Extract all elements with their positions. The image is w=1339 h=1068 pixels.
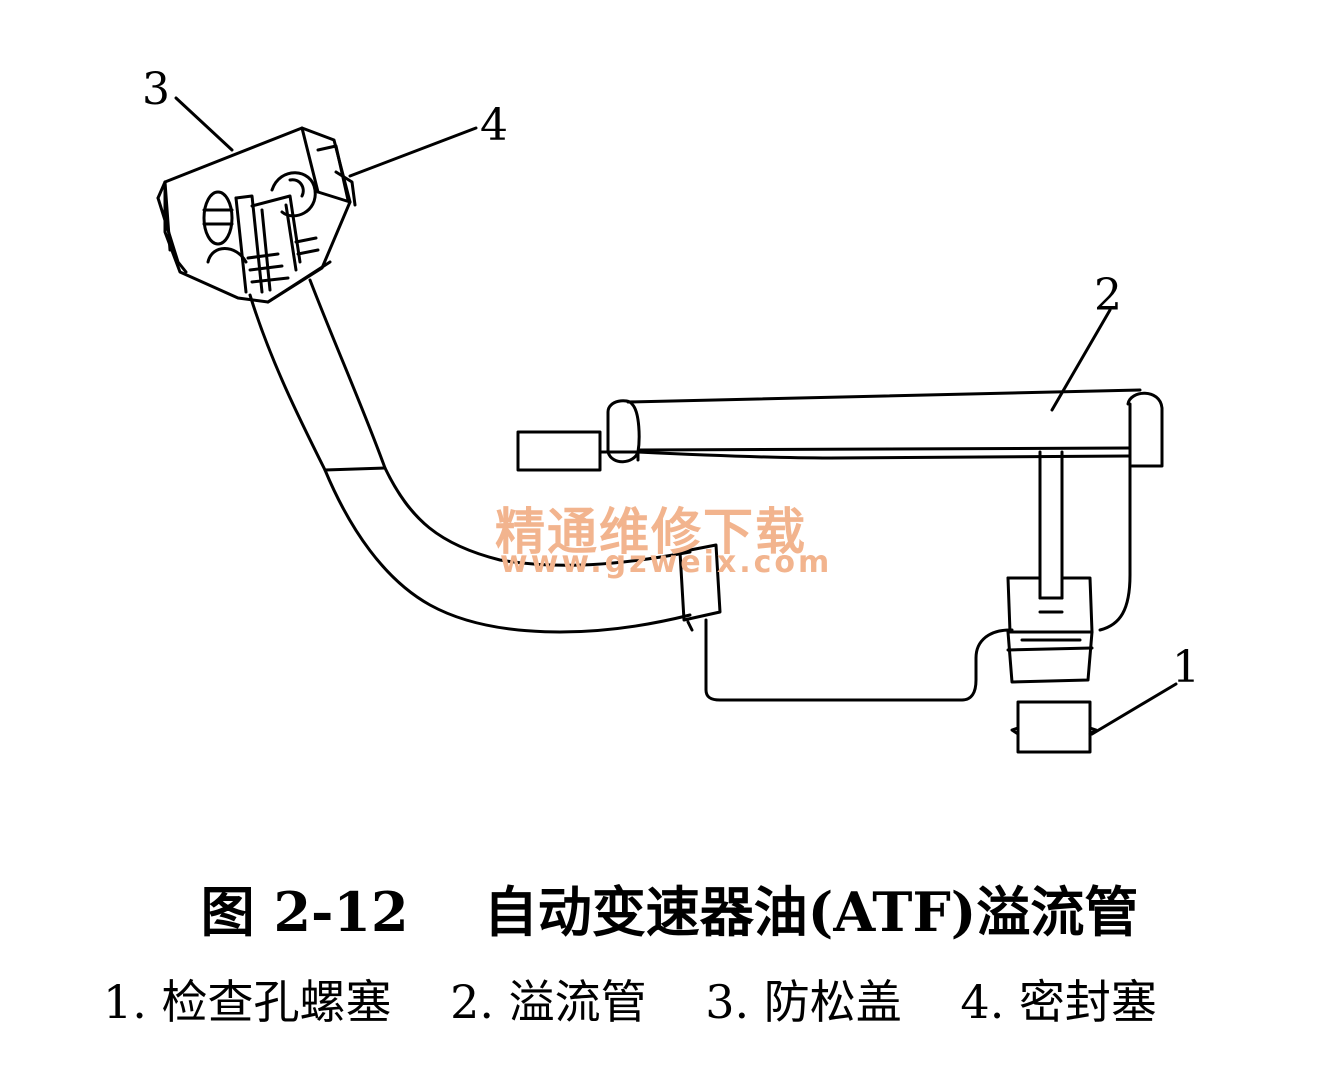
figure-title: 自动变速器油(ATF)溢流管	[483, 880, 1139, 944]
anti-loose-cap	[156, 126, 357, 304]
leader-line-4	[348, 126, 478, 178]
overflow-pipe-diagram	[156, 96, 1178, 754]
leader-lines	[174, 96, 1178, 736]
leader-line-3	[174, 96, 234, 152]
callout-4: 4	[480, 100, 508, 151]
legend-item-1: 1. 检查孔螺塞	[103, 975, 392, 1029]
tube-clamp	[678, 543, 722, 632]
callout-2: 2	[1094, 270, 1122, 321]
housing-body	[516, 430, 1132, 702]
figure-number: 图 2-12	[200, 880, 409, 944]
leader-line-1	[1090, 682, 1178, 736]
callout-1: 1	[1172, 642, 1200, 693]
figure-caption: 图 2-12 自动变速器油(ATF)溢流管	[0, 868, 1339, 947]
vertical-pipe	[1006, 450, 1094, 684]
parts-legend: 1. 检查孔螺塞 2. 溢流管 3. 防松盖 4. 密封塞	[103, 966, 1201, 1032]
watermark-text: 精通维修下载	[495, 503, 807, 561]
overflow-pipe	[606, 388, 1164, 468]
leader-line-2	[1050, 308, 1112, 412]
inspection-plug	[1010, 700, 1098, 754]
watermark-url: www.gzweix.com	[500, 545, 833, 580]
legend-item-2: 2. 溢流管	[450, 975, 647, 1029]
bent-tube	[248, 278, 692, 634]
legend-item-3: 3. 防松盖	[705, 975, 902, 1029]
seal-plug	[316, 144, 350, 202]
legend-item-4: 4. 密封塞	[960, 975, 1157, 1029]
callout-3: 3	[142, 64, 170, 115]
